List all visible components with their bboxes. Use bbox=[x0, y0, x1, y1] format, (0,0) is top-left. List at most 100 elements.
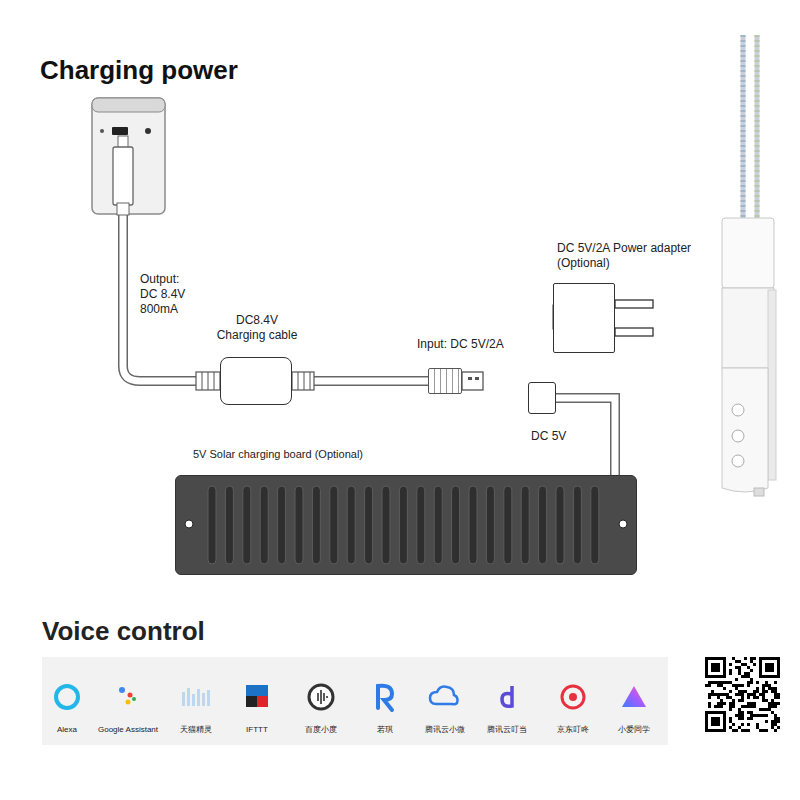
qr-module bbox=[738, 699, 741, 702]
qr-module bbox=[717, 684, 720, 687]
qr-module bbox=[756, 696, 759, 699]
qr-module bbox=[708, 657, 711, 660]
assistant-name: Alexa bbox=[36, 725, 98, 735]
qr-module bbox=[723, 702, 726, 705]
slot bbox=[486, 486, 494, 564]
node-label: DC 5V bbox=[531, 429, 591, 444]
slot bbox=[330, 486, 338, 564]
solar-board: 5V Solar charging board (Optional) bbox=[175, 475, 637, 575]
qr-module bbox=[723, 720, 726, 723]
qr-module bbox=[714, 693, 717, 696]
qr-module bbox=[708, 681, 711, 684]
qr-module bbox=[771, 663, 774, 666]
qr-module bbox=[717, 720, 720, 723]
node-label: DC 5V/2A Power adapter (Optional) bbox=[557, 241, 707, 271]
qr-module bbox=[771, 702, 774, 705]
qr-module bbox=[750, 657, 753, 660]
usb-plug: Input: DC 5V/2A bbox=[428, 368, 462, 394]
section-title: Voice control bbox=[42, 615, 342, 648]
qr-module bbox=[732, 723, 735, 726]
qr-module bbox=[765, 690, 768, 693]
qr-module bbox=[771, 669, 774, 672]
qr-module bbox=[729, 663, 732, 666]
slot bbox=[260, 486, 268, 564]
qr-module bbox=[735, 693, 738, 696]
qr-module bbox=[759, 669, 762, 672]
qr-module bbox=[711, 690, 714, 693]
qr-module bbox=[705, 672, 708, 675]
slot bbox=[382, 486, 390, 564]
qr-module bbox=[750, 717, 753, 720]
qr-module bbox=[744, 690, 747, 693]
qr-module bbox=[738, 714, 741, 717]
qr-module bbox=[720, 693, 723, 696]
qr-module bbox=[729, 696, 732, 699]
slot bbox=[591, 486, 599, 564]
qr-module bbox=[729, 717, 732, 720]
qr-module bbox=[771, 723, 774, 726]
qr-module bbox=[723, 723, 726, 726]
qr-module bbox=[744, 675, 747, 678]
qr-module bbox=[720, 675, 723, 678]
qr-module bbox=[741, 714, 744, 717]
qr-module bbox=[723, 726, 726, 729]
qr-module bbox=[765, 681, 768, 684]
qr-module bbox=[774, 705, 777, 708]
qr-module bbox=[747, 672, 750, 675]
assistant-name: 腾讯云叮当 bbox=[476, 725, 538, 735]
qr-module bbox=[765, 729, 768, 732]
qr-module bbox=[774, 717, 777, 720]
qr-module bbox=[762, 693, 765, 696]
qr-module bbox=[735, 687, 738, 690]
qr-module bbox=[705, 684, 708, 687]
qr-module bbox=[732, 657, 735, 660]
slot bbox=[434, 486, 442, 564]
qr-module bbox=[768, 666, 771, 669]
qr-module bbox=[720, 711, 723, 714]
qr-module bbox=[771, 705, 774, 708]
qr-module bbox=[750, 714, 753, 717]
qr-module bbox=[729, 705, 732, 708]
qr-module bbox=[753, 705, 756, 708]
qr-module bbox=[717, 711, 720, 714]
qr-module bbox=[723, 663, 726, 666]
qr-module bbox=[759, 708, 762, 711]
qr-module bbox=[762, 708, 765, 711]
qr-module bbox=[762, 714, 765, 717]
qr-module bbox=[768, 675, 771, 678]
qr-module bbox=[705, 729, 708, 732]
qr-module bbox=[711, 711, 714, 714]
qr-module bbox=[771, 711, 774, 714]
qr-module bbox=[711, 720, 714, 723]
qr-module bbox=[744, 729, 747, 732]
qr-module bbox=[723, 660, 726, 663]
qr-module bbox=[759, 675, 762, 678]
qr-module bbox=[711, 717, 714, 720]
qr-module bbox=[777, 702, 780, 705]
qr-module bbox=[747, 717, 750, 720]
qr-module bbox=[711, 723, 714, 726]
qr-module bbox=[756, 681, 759, 684]
node-label: DC8.4V Charging cable bbox=[214, 313, 300, 343]
qr-module bbox=[714, 675, 717, 678]
qr-module bbox=[729, 690, 732, 693]
qr-module bbox=[765, 663, 768, 666]
qr-module bbox=[771, 687, 774, 690]
slot bbox=[556, 486, 564, 564]
qr-module bbox=[711, 729, 714, 732]
mount-hole bbox=[185, 520, 193, 528]
qr-module bbox=[759, 729, 762, 732]
assistant-name: 京东叮咚 bbox=[542, 725, 604, 735]
qr-module bbox=[714, 705, 717, 708]
mount-hole bbox=[619, 520, 627, 528]
qr-module bbox=[705, 660, 708, 663]
slot bbox=[295, 486, 303, 564]
qr-module bbox=[762, 729, 765, 732]
assistant-name: 百度小度 bbox=[290, 725, 352, 735]
qr-module bbox=[738, 684, 741, 687]
qr-module bbox=[723, 717, 726, 720]
qr-module bbox=[756, 726, 759, 729]
qr-module bbox=[762, 657, 765, 660]
qr-module bbox=[711, 681, 714, 684]
qr-module bbox=[735, 729, 738, 732]
